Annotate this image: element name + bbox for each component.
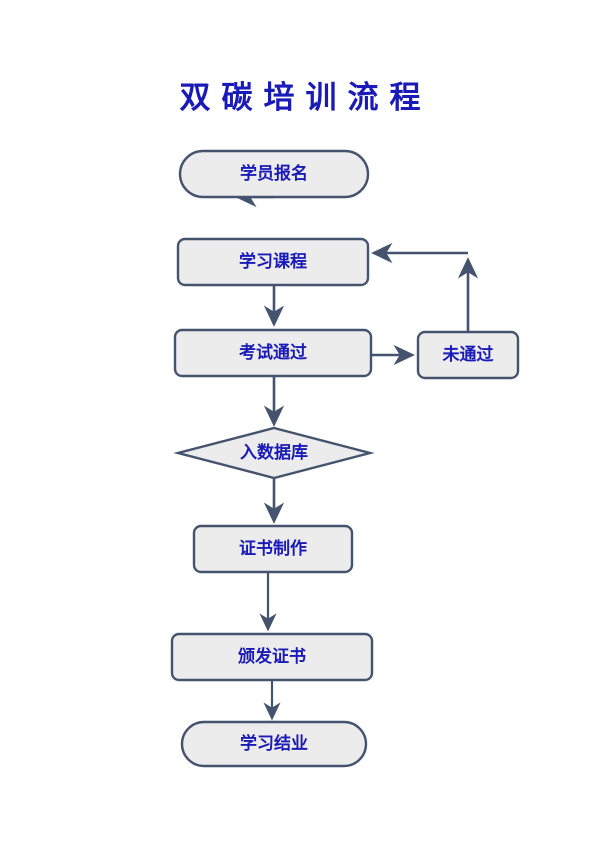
node-exam-pass[interactable] <box>173 328 373 378</box>
node-cert-issue[interactable] <box>170 632 374 682</box>
node-graduate[interactable] <box>180 720 368 768</box>
page-title: 双碳培训流程 <box>179 80 432 116</box>
node-exam-fail[interactable] <box>416 330 520 380</box>
node-database[interactable] <box>173 426 375 480</box>
edge-fail-to-study <box>371 242 479 332</box>
node-study[interactable] <box>176 237 370 287</box>
node-enroll[interactable] <box>178 149 370 199</box>
node-cert-make[interactable] <box>192 524 354 574</box>
